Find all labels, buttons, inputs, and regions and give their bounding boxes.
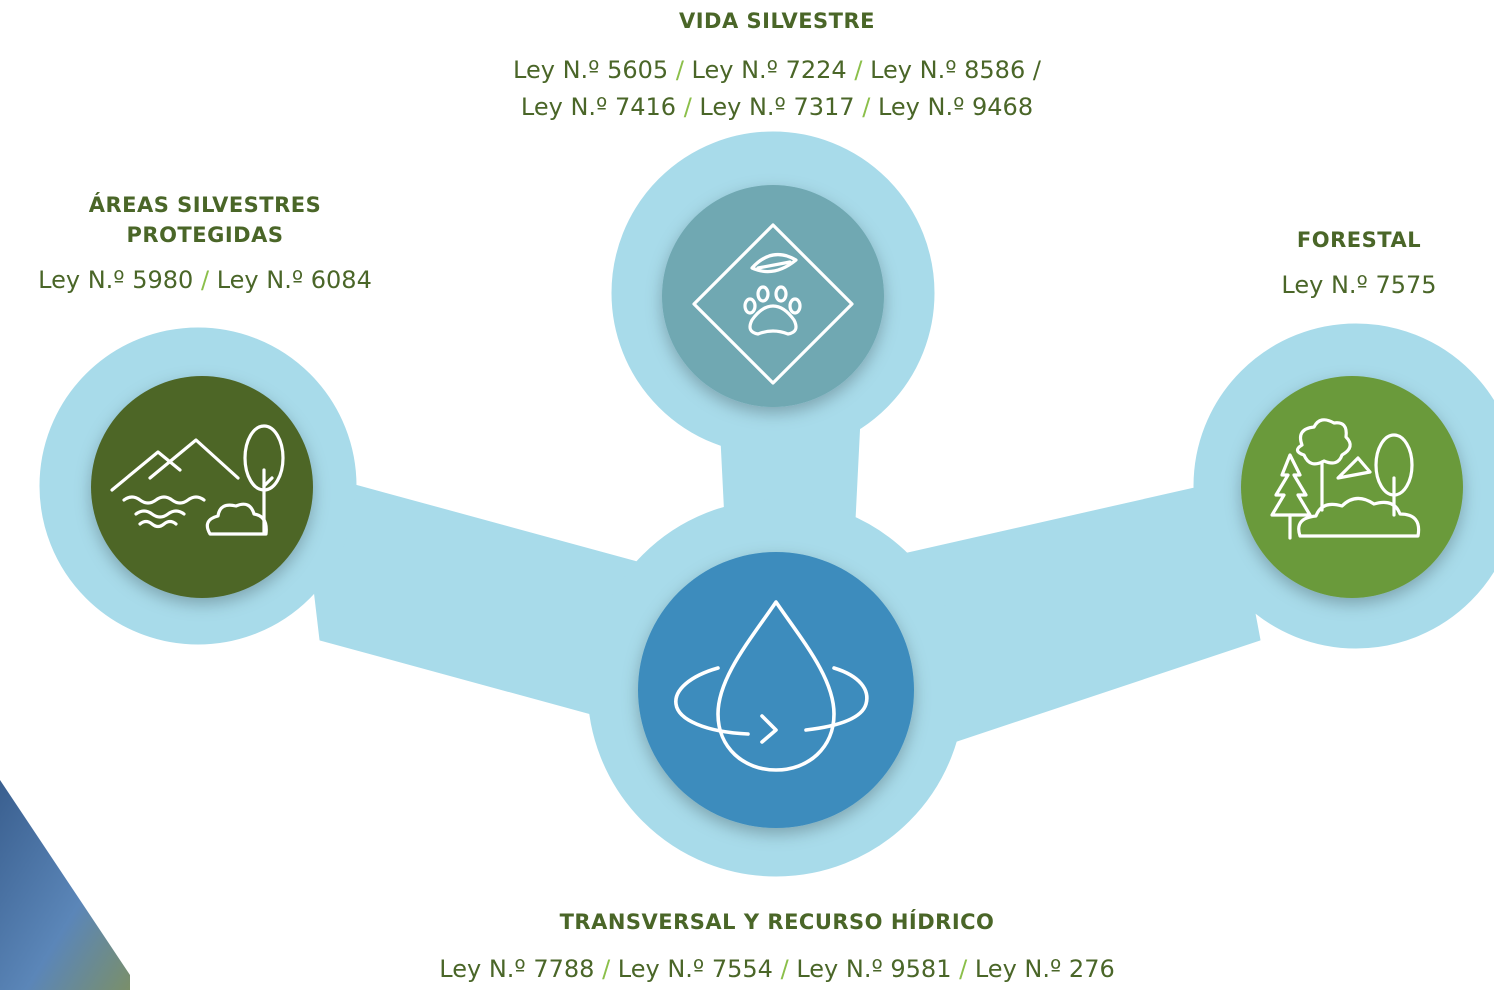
law-item: Ley N.º 276 bbox=[974, 955, 1115, 983]
forestal-title: FORESTAL bbox=[1296, 228, 1422, 252]
mountains-water-tree-icon bbox=[110, 424, 285, 536]
areas-title-line2: PROTEGIDAS bbox=[126, 223, 284, 247]
areas-laws: Ley N.º 5980 / Ley N.º 6084 bbox=[0, 262, 410, 299]
transversal-laws: Ley N.º 7788 / Ley N.º 7554 / Ley N.º 95… bbox=[347, 951, 1207, 988]
forest-trees-icon bbox=[1270, 418, 1421, 540]
law-separator: / bbox=[862, 93, 871, 121]
forestal-circle bbox=[1241, 376, 1463, 598]
vida-circle bbox=[662, 185, 884, 407]
areas-label: ÁREAS SILVESTRES PROTEGIDAS Ley N.º 5980… bbox=[0, 190, 410, 299]
law-separator-trailing: / bbox=[1032, 56, 1041, 84]
law-item: Ley N.º 7575 bbox=[1281, 271, 1437, 299]
paw-leaf-diamond-icon bbox=[692, 223, 854, 385]
law-item: Ley N.º 7416 bbox=[520, 93, 677, 121]
law-separator: / bbox=[200, 266, 210, 294]
forestal-label: FORESTAL Ley N.º 7575 bbox=[1244, 225, 1474, 304]
areas-circle bbox=[91, 376, 313, 598]
law-separator: / bbox=[959, 955, 968, 983]
transversal-circle bbox=[638, 552, 914, 828]
corner-photo-fragment bbox=[0, 780, 130, 990]
transversal-label: TRANSVERSAL Y RECURSO HÍDRICO Ley N.º 77… bbox=[347, 907, 1207, 988]
vida-laws-line2: Ley N.º 7416 / Ley N.º 7317 / Ley N.º 94… bbox=[447, 89, 1107, 126]
law-separator: / bbox=[602, 955, 611, 983]
vida-laws-line1: Ley N.º 5605 / Ley N.º 7224 / Ley N.º 85… bbox=[447, 52, 1107, 89]
water-drop-cycle-icon bbox=[674, 600, 869, 772]
areas-title-line1: ÁREAS SILVESTRES bbox=[88, 193, 322, 217]
law-separator: / bbox=[675, 56, 684, 84]
vida-label: VIDA SILVESTRE Ley N.º 5605 / Ley N.º 72… bbox=[447, 6, 1107, 126]
vida-title: VIDA SILVESTRE bbox=[678, 9, 876, 33]
law-separator: / bbox=[854, 56, 863, 84]
law-item: Ley N.º 7317 bbox=[699, 93, 855, 121]
law-item: Ley N.º 9581 bbox=[796, 955, 952, 983]
transversal-title: TRANSVERSAL Y RECURSO HÍDRICO bbox=[559, 910, 995, 934]
law-item: Ley N.º 5605 bbox=[513, 56, 669, 84]
law-item: Ley N.º 7788 bbox=[439, 955, 595, 983]
law-item: Ley N.º 5980 bbox=[38, 266, 194, 294]
forestal-laws: Ley N.º 7575 bbox=[1244, 267, 1474, 304]
law-item: Ley N.º 9468 bbox=[877, 93, 1034, 121]
law-separator: / bbox=[780, 955, 789, 983]
law-item: Ley N.º 6084 bbox=[216, 266, 372, 294]
law-item: Ley N.º 7224 bbox=[691, 56, 847, 84]
law-item: Ley N.º 8586 bbox=[870, 56, 1026, 84]
law-separator: / bbox=[683, 93, 692, 121]
law-item: Ley N.º 7554 bbox=[617, 955, 773, 983]
